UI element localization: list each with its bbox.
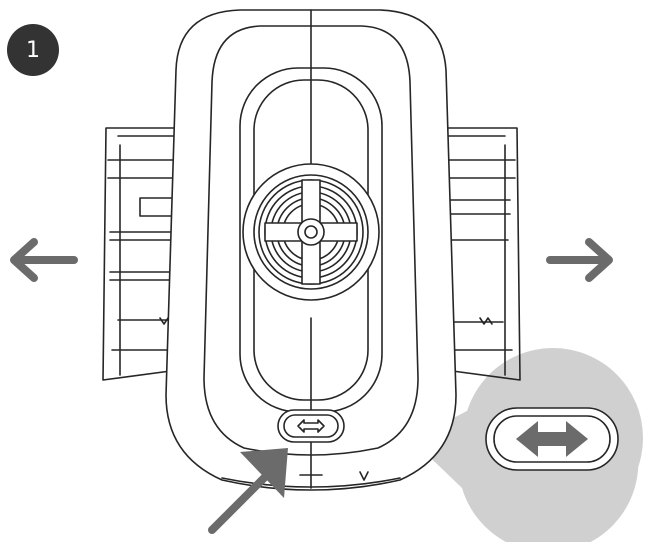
arrow-up-right-icon xyxy=(208,448,288,534)
left-gripper-arm xyxy=(102,127,179,381)
release-button xyxy=(277,409,345,443)
center-disc xyxy=(242,163,380,301)
right-gripper-arm xyxy=(444,127,521,381)
double-arrow-icon xyxy=(516,421,588,457)
step-number: 1 xyxy=(26,37,40,63)
step-number-badge: 1 xyxy=(7,24,59,76)
arrow-left-icon xyxy=(10,238,78,282)
arrow-right-icon xyxy=(546,238,613,282)
